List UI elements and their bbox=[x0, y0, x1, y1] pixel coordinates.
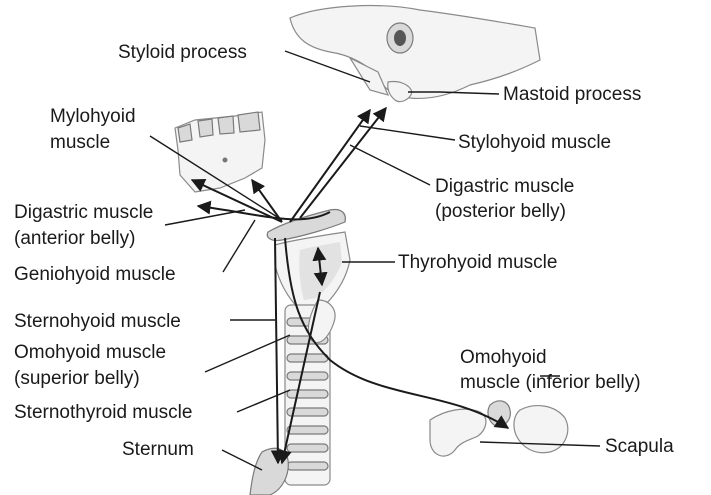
leader-digastric-post bbox=[350, 145, 430, 185]
sternum-bone bbox=[250, 448, 288, 495]
leader-geniohyoid bbox=[223, 220, 255, 272]
label-mylohyoid-line2: muscle bbox=[50, 132, 110, 153]
arrow-stylohyoid bbox=[290, 110, 370, 222]
label-styloid-process: Styloid process bbox=[118, 42, 247, 63]
scapula-bone bbox=[430, 401, 568, 456]
label-omohyoid-inferior-line1: Omohyoid bbox=[460, 347, 547, 368]
label-digastric-anterior-line2: (anterior belly) bbox=[14, 228, 135, 249]
label-scapula: Scapula bbox=[605, 436, 674, 457]
leader-stylohyoid bbox=[360, 126, 455, 140]
leader-sternothyroid bbox=[237, 390, 290, 412]
label-sternohyoid-muscle: Sternohyoid muscle bbox=[14, 311, 181, 332]
label-digastric-anterior-line1: Digastric muscle bbox=[14, 202, 153, 223]
label-geniohyoid-muscle: Geniohyoid muscle bbox=[14, 264, 176, 285]
label-mastoid-process: Mastoid process bbox=[503, 84, 641, 105]
leader-sternum bbox=[222, 450, 262, 470]
label-mylohyoid-line1: Mylohyoid bbox=[50, 106, 136, 127]
label-sternothyroid-muscle: Sternothyroid muscle bbox=[14, 402, 192, 423]
arrow-mylohyoid bbox=[192, 180, 282, 222]
label-omohyoid-superior-line1: Omohyoid muscle bbox=[14, 342, 166, 363]
label-omohyoid-inferior-line2: muscle (inferior belly) bbox=[460, 372, 641, 393]
label-digastric-posterior-line1: Digastric muscle bbox=[435, 176, 574, 197]
arrow-digastric-posterior bbox=[300, 108, 386, 218]
label-sternum: Sternum bbox=[122, 439, 194, 460]
label-thyrohyoid-muscle: Thyrohyoid muscle bbox=[398, 252, 557, 273]
label-stylohyoid-muscle: Stylohyoid muscle bbox=[458, 132, 611, 153]
label-omohyoid-superior-line2: (superior belly) bbox=[14, 368, 140, 389]
label-digastric-posterior-line2: (posterior belly) bbox=[435, 201, 566, 222]
